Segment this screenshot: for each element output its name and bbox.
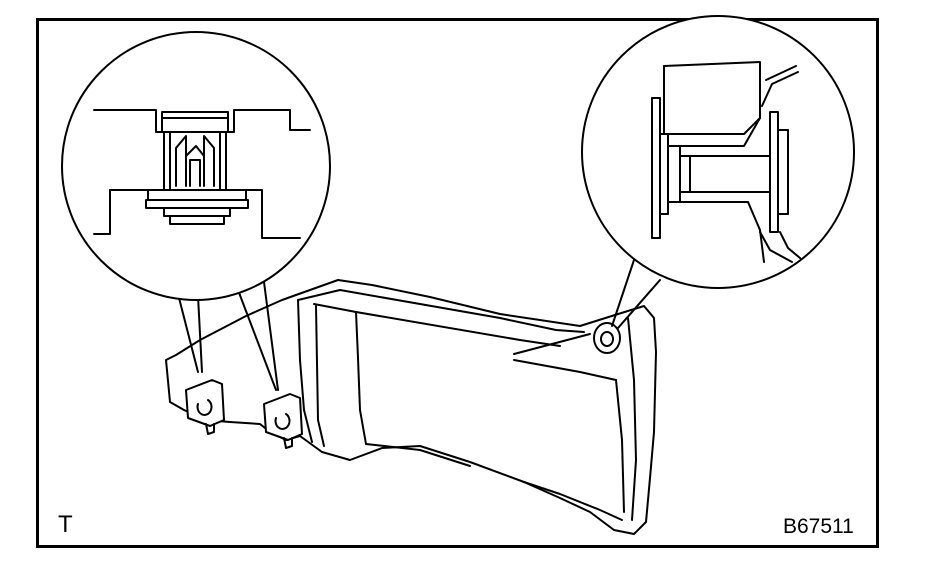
figure-id-label: B67511: [783, 515, 854, 538]
left-clip-tab-2: [263, 393, 303, 449]
view-code-label: T: [58, 511, 73, 538]
left-clip-tab-1: [185, 379, 225, 435]
clip-detail-callout: [61, 31, 331, 301]
grommet-detail-callout: [581, 15, 855, 289]
main-component: [165, 279, 657, 535]
right-grommet: [593, 322, 621, 354]
callout-leaders: [177, 259, 661, 391]
